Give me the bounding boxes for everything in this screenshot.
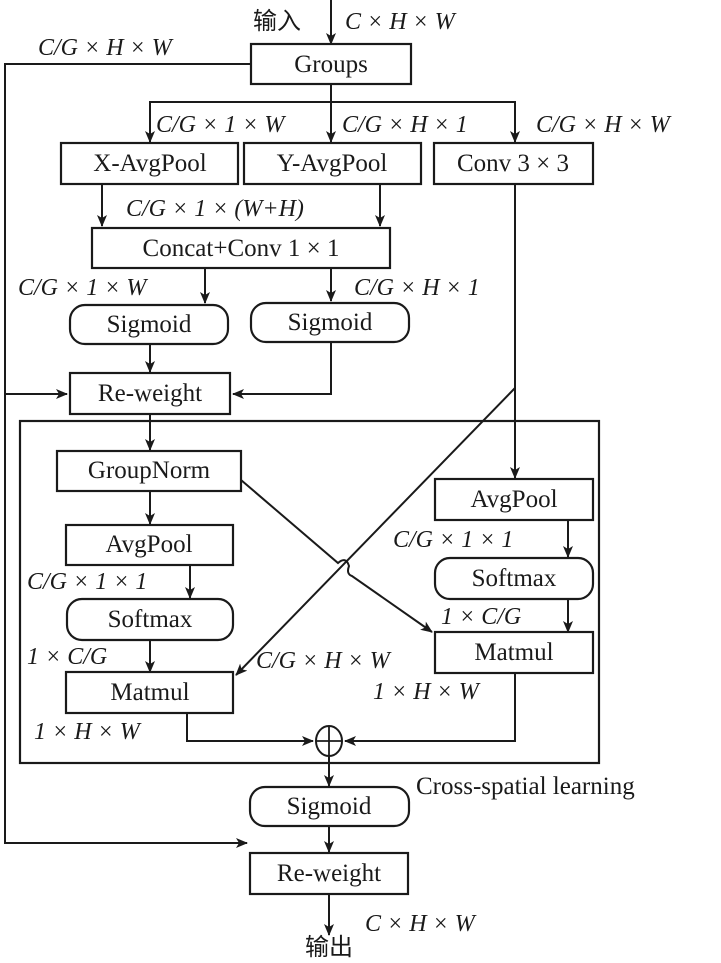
node-softmax-left: Softmax — [65, 597, 235, 642]
cross-spatial-learning-label: Cross-spatial learning — [416, 773, 635, 800]
dim-groups-skip: C/G × H × W — [38, 35, 174, 61]
dim-matmul-right-out: 1 × H × W — [373, 679, 481, 705]
node-reweight-2: Re-weight — [248, 851, 410, 896]
x-avgpool-label: X-AvgPool — [93, 150, 206, 177]
node-reweight-1: Re-weight — [68, 371, 232, 416]
dim-concat-right: C/G × H × 1 — [354, 275, 480, 301]
dim-to-conv3: C/G × H × W — [536, 112, 672, 138]
node-avgpool-right: AvgPool — [433, 477, 595, 522]
avgpool-right-label: AvgPool — [470, 486, 557, 513]
node-avgpool-left: AvgPool — [64, 523, 235, 567]
reweight-1-label: Re-weight — [98, 380, 202, 407]
conv3-cross-to-matmul-left — [235, 387, 516, 676]
dim-pooled-concat: C/G × 1 × (W+H) — [126, 196, 304, 222]
dim-to-xpool: C/G × 1 × W — [156, 112, 286, 138]
node-x-avgpool: X-AvgPool — [59, 141, 240, 186]
avgpool-left-label: AvgPool — [105, 531, 192, 558]
dim-softmax-left-out: 1 × C/G — [27, 644, 107, 670]
dim-output: C × H × W — [365, 911, 477, 937]
node-conv3x3: Conv 3 × 3 — [432, 141, 595, 186]
dim-softmax-right-out: 1 × C/G — [441, 604, 521, 630]
conv3x3-label: Conv 3 × 3 — [457, 150, 569, 177]
sigmoid-left-label: Sigmoid — [107, 311, 192, 338]
y-avgpool-label: Y-AvgPool — [277, 150, 388, 177]
matmul-right-to-add — [344, 673, 516, 746]
node-sigmoid-right: Sigmoid — [249, 301, 411, 344]
sigmoid-right-to-reweight1 — [232, 342, 332, 399]
dim-avgpool-left-out: C/G × 1 × 1 — [27, 569, 147, 595]
concat-conv1x1-label: Concat+Conv 1 × 1 — [143, 235, 340, 262]
dim-conv3-cross: C/G × H × W — [256, 648, 392, 674]
dim-avgpool-right-out: C/G × 1 × 1 — [393, 527, 513, 553]
groupnorm-label: GroupNorm — [88, 457, 211, 484]
node-groups: Groups — [249, 42, 413, 86]
sigmoid-right-label: Sigmoid — [288, 309, 373, 336]
node-groupnorm: GroupNorm — [55, 449, 243, 493]
node-sigmoid-left: Sigmoid — [68, 303, 230, 346]
groups-to-conv3 — [331, 101, 520, 143]
dim-to-ypool: C/G × H × 1 — [342, 112, 468, 138]
input-label: 输入 — [253, 7, 301, 35]
matmul-left-to-add — [186, 713, 314, 746]
dim-matmul-left-out: 1 × H × W — [34, 719, 142, 745]
connectors — [4, 0, 573, 936]
matmul-left-label: Matmul — [110, 679, 189, 706]
node-softmax-right: Softmax — [433, 556, 595, 601]
output-label: 输出 — [305, 933, 353, 961]
node-y-avgpool: Y-AvgPool — [242, 141, 423, 186]
matmul-right-label: Matmul — [474, 639, 553, 666]
groups-to-xpool — [145, 101, 331, 143]
groupnorm-cross-to-matmul-right — [240, 479, 433, 633]
dim-concat-left: C/G × 1 × W — [18, 275, 148, 301]
node-sigmoid-final: Sigmoid — [248, 785, 411, 828]
node-concat-conv1x1: Concat+Conv 1 × 1 — [90, 226, 392, 270]
cross-spatial-learning-container — [18, 419, 601, 765]
skip-connection-outer — [4, 63, 251, 848]
groups-label: Groups — [294, 51, 368, 78]
sigmoid-final-label: Sigmoid — [287, 793, 372, 820]
softmax-left-label: Softmax — [108, 606, 193, 633]
node-matmul-left: Matmul — [64, 670, 235, 715]
node-add — [315, 725, 343, 757]
node-matmul-right: Matmul — [433, 630, 595, 675]
reweight-2-label: Re-weight — [277, 860, 381, 887]
dim-input: C × H × W — [345, 9, 457, 35]
softmax-right-label: Softmax — [472, 565, 557, 592]
